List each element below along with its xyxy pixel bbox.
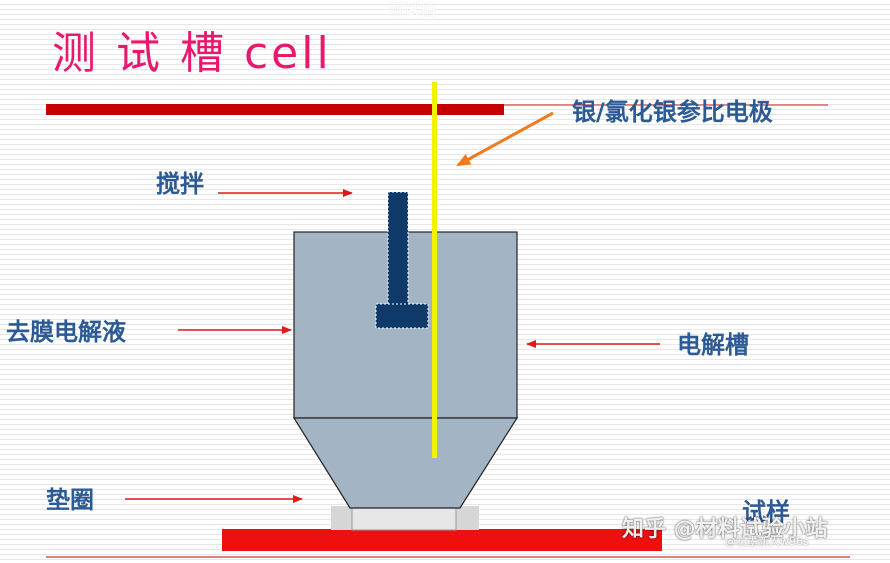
label-specimen: 试样 xyxy=(742,498,790,526)
reference-electrode-arrow xyxy=(456,111,554,167)
label-cell: 电解槽 xyxy=(677,331,749,359)
cell-funnel xyxy=(292,417,519,509)
page-title: 测 试 槽 cell xyxy=(52,28,332,79)
label-gasket: 垫圈 xyxy=(46,486,94,514)
label-reference-electrode: 银/氯化银参比电极 xyxy=(572,98,773,126)
watermark: 知乎 @材料试验小站 xyxy=(622,517,828,542)
gasket-inner xyxy=(351,505,457,531)
label-stirrer: 搅拌 xyxy=(156,170,204,198)
title-rule-bar xyxy=(46,104,504,115)
reference-electrode-rod xyxy=(432,82,437,458)
stirrer-shaft xyxy=(387,191,409,307)
label-electrolyte: 去膜电解液 xyxy=(6,318,126,346)
top-faint-text: 测试槽 xyxy=(388,0,437,19)
stirrer-blade xyxy=(375,303,429,329)
watermark-sub: @石墨新人w96s xyxy=(725,535,809,548)
specimen-plate xyxy=(222,529,662,551)
